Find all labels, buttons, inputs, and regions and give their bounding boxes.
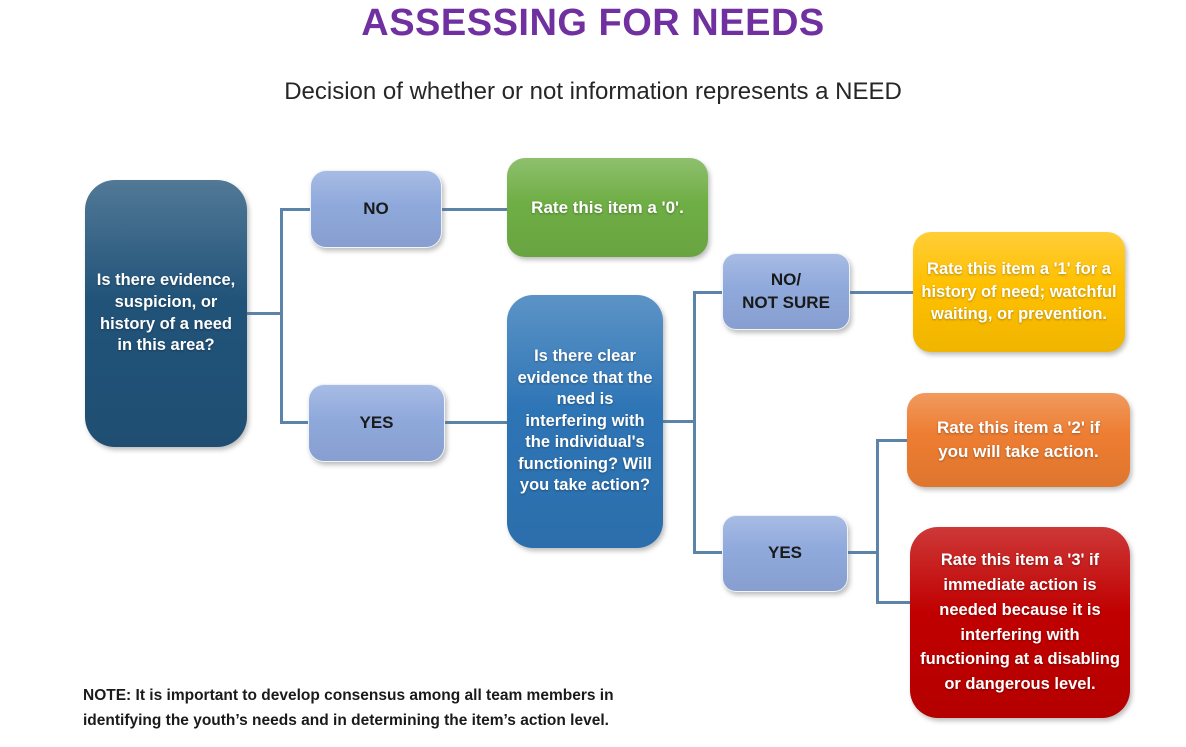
no-label-box: NO [310, 170, 442, 248]
no-not-sure-label-box: NO/ NOT SURE [722, 253, 850, 330]
root-question-box: Is there evidence, suspicion, or history… [85, 180, 247, 447]
yes2-label-box: YES [722, 515, 848, 592]
connector-to-outcome2 [876, 439, 907, 442]
page-title: ASSESSING FOR NEEDS [361, 2, 825, 44]
followup-question-text: Is there clear evidence that the need is… [517, 347, 653, 495]
connector-to-no-not-sure [693, 291, 722, 294]
connector-no-to-outcome0 [442, 208, 507, 211]
connector-branch1-vertical [280, 208, 283, 424]
team-consensus-note: NOTE: It is important to develop consens… [83, 683, 663, 733]
root-question-text: Is there evidence, suspicion, or history… [96, 270, 236, 355]
connector-yes2-stub [848, 551, 878, 554]
outcome-rate-0-text: Rate this item a '0'. [531, 197, 684, 217]
connector-to-no [280, 208, 310, 211]
connector-branch3-vertical [876, 439, 879, 604]
outcome-rate-2-text: Rate this item a '2' if you will take ac… [936, 418, 1101, 461]
connector-root-stub [247, 312, 281, 315]
yes2-label-text: YES [767, 543, 803, 563]
connector-to-yes2 [693, 551, 722, 554]
connector-to-yes [280, 421, 308, 424]
no-not-sure-line1: NO/ [770, 269, 802, 289]
note-line-1: NOTE: It is important to develop consens… [83, 687, 614, 704]
outcome-rate-0-box: Rate this item a '0'. [507, 158, 708, 257]
followup-question-box: Is there clear evidence that the need is… [507, 295, 663, 548]
note-line-2: identifying the youth’s needs and in det… [83, 712, 609, 730]
no-not-sure-label-text: NO/ NOT SURE [723, 269, 849, 315]
outcome-rate-1-text: Rate this item a '1' for a history of ne… [921, 259, 1117, 324]
outcome-rate-2-box: Rate this item a '2' if you will take ac… [907, 393, 1130, 487]
yes-label-text: YES [359, 412, 394, 432]
connector-to-outcome3 [876, 601, 910, 604]
yes-label-box: YES [308, 384, 445, 462]
outcome-rate-3-box: Rate this item a '3' if immediate action… [910, 527, 1130, 718]
no-not-sure-line2: NOT SURE [742, 292, 830, 312]
connector-branch2-vertical [693, 291, 696, 554]
connector-question-stub [663, 420, 695, 423]
outcome-rate-3-text: Rate this item a '3' if immediate action… [920, 551, 1120, 693]
page-subtitle: Decision of whether or not information r… [284, 78, 902, 105]
no-label-text: NO [363, 198, 389, 218]
connector-yes-to-question [445, 421, 507, 424]
outcome-rate-1-box: Rate this item a '1' for a history of ne… [913, 232, 1125, 352]
connector-nns-to-outcome1 [850, 291, 913, 294]
